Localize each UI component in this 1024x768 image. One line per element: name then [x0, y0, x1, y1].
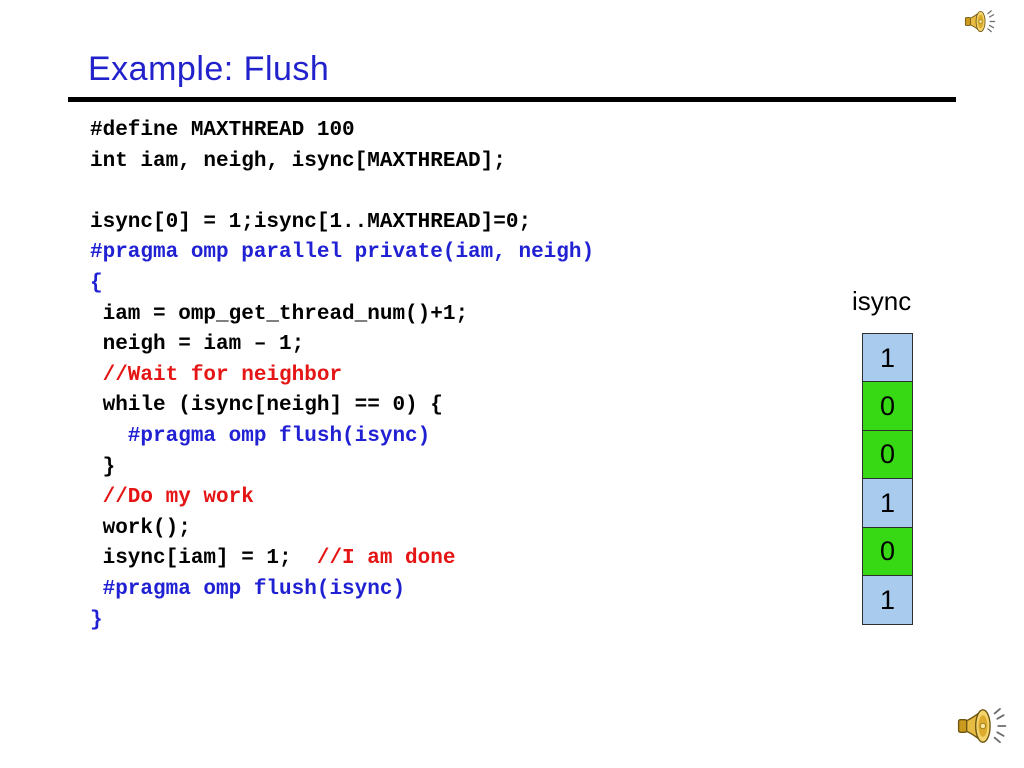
code-block: #define MAXTHREAD 100 int iam, neigh, isy… [90, 116, 594, 636]
code-segment: iam = omp_get_thread_num()+1; [90, 302, 469, 326]
code-line: neigh = iam – 1; [90, 330, 594, 361]
code-line: //Wait for neighbor [90, 361, 594, 392]
code-segment: //Wait for neighbor [90, 363, 343, 387]
code-segment: { [90, 271, 103, 295]
array-cell: 1 [862, 575, 913, 626]
array-label: isync [852, 286, 912, 316]
code-segment: #define MAXTHREAD 100 [90, 119, 355, 142]
code-line: isync[0] = 1;isync[1..MAXTHREAD]=0; [90, 208, 594, 239]
array-cell: 0 [862, 381, 913, 432]
code-line: { [90, 269, 594, 300]
code-line: } [90, 606, 594, 637]
code-segment: work(); [90, 516, 191, 540]
code-line: int iam, neigh, isync[MAXTHREAD]; [90, 147, 594, 178]
code-segment: //Do my work [90, 486, 254, 510]
array-cell: 1 [862, 333, 913, 383]
code-line: } [90, 453, 594, 484]
code-line: #pragma omp flush(isync) [90, 575, 594, 606]
array-cell: 0 [862, 429, 913, 480]
code-segment: } [90, 608, 103, 632]
code-line: iam = omp_get_thread_num()+1; [90, 300, 594, 331]
code-segment: isync[iam] = 1; [90, 547, 317, 571]
code-line: isync[iam] = 1; //I am done [90, 544, 594, 575]
code-segment: #pragma omp parallel private(iam, neigh) [90, 241, 595, 265]
code-segment: while (isync[neigh] == 0) { [90, 394, 443, 418]
speaker-icon[interactable] [955, 703, 1009, 749]
code-segment: isync[0] = 1;isync[1..MAXTHREAD]=0; [90, 210, 532, 234]
array-cell: 1 [862, 478, 913, 529]
code-line: while (isync[neigh] == 0) { [90, 391, 594, 422]
code-segment: } [90, 455, 116, 479]
code-segment: //I am done [316, 547, 456, 571]
code-segment: neigh = iam – 1; [90, 333, 305, 357]
page-title: Example: Flush [88, 50, 330, 88]
code-line: //Do my work [90, 483, 594, 514]
array-cell: 0 [862, 526, 913, 577]
code-line: #define MAXTHREAD 100 [90, 116, 594, 147]
code-line: work(); [90, 514, 594, 545]
code-line: #pragma omp parallel private(iam, neigh) [90, 238, 594, 269]
code-line: #pragma omp flush(isync) [90, 422, 594, 453]
code-line [90, 177, 594, 208]
code-segment: #pragma omp flush(isync) [90, 424, 431, 448]
code-segment: int iam, neigh, isync[MAXTHREAD]; [90, 149, 506, 173]
code-segment: #pragma omp flush(isync) [90, 577, 406, 601]
title-underline [68, 97, 956, 102]
speaker-icon[interactable] [961, 8, 999, 35]
